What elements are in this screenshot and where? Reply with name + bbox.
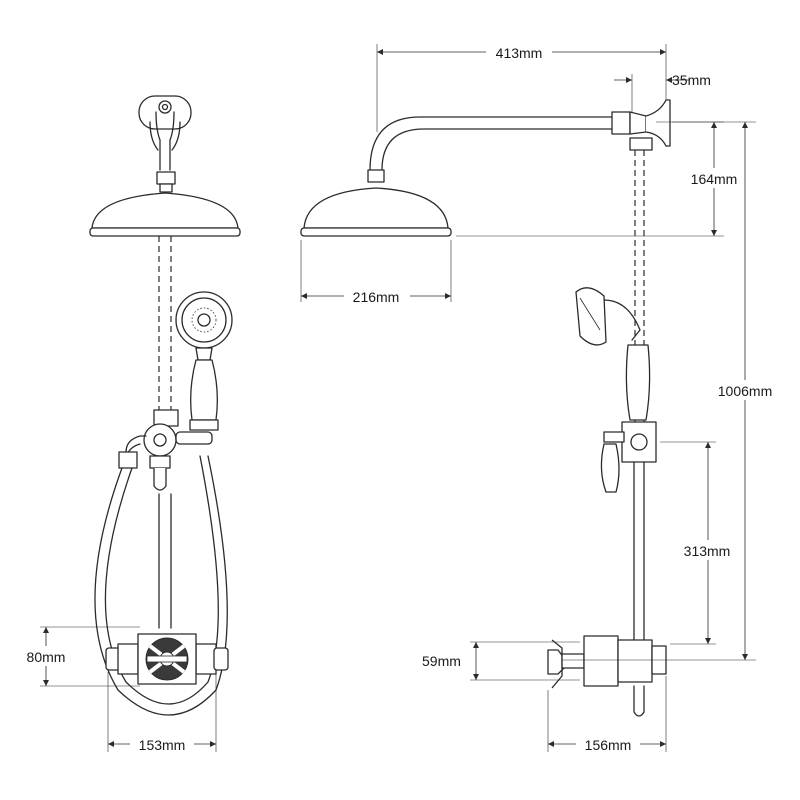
side-shower-rose [300, 169, 452, 237]
side-view [300, 99, 671, 717]
front-shower-rose [89, 192, 241, 237]
side-valve [547, 635, 667, 717]
dim-arm-projection: 413mm [496, 45, 543, 61]
dim-valve-to-handset: 313mm [684, 543, 731, 559]
dim-valve-height-front: 80mm [27, 649, 66, 665]
dim-drop-to-rose: 164mm [691, 171, 738, 187]
dim-valve-height-side: 59mm [422, 653, 461, 669]
front-slider-block [118, 409, 213, 491]
side-lower-riser [633, 461, 645, 641]
front-hose [94, 455, 228, 716]
front-view [89, 95, 241, 716]
dim-valve-width-front: 153mm [139, 737, 186, 753]
front-valve [105, 633, 229, 685]
side-shower-arm [369, 99, 671, 171]
dim-wall-flange-depth: 35mm [672, 72, 711, 88]
dim-valve-depth-side: 156mm [585, 737, 632, 753]
front-hand-shower [175, 291, 233, 431]
dim-overall-height: 1006mm [718, 383, 772, 399]
front-lower-riser [158, 493, 172, 629]
front-riser-hidden [158, 236, 172, 412]
side-slider-block [600, 421, 657, 493]
front-wall-bracket [138, 95, 192, 171]
dimension-lines: 413mm 35mm 164mm 1006mm 216mm 313mm 59mm [18, 42, 782, 754]
side-hand-shower [575, 287, 651, 421]
front-rose-nut [156, 171, 176, 185]
dim-rose-diameter: 216mm [353, 289, 400, 305]
